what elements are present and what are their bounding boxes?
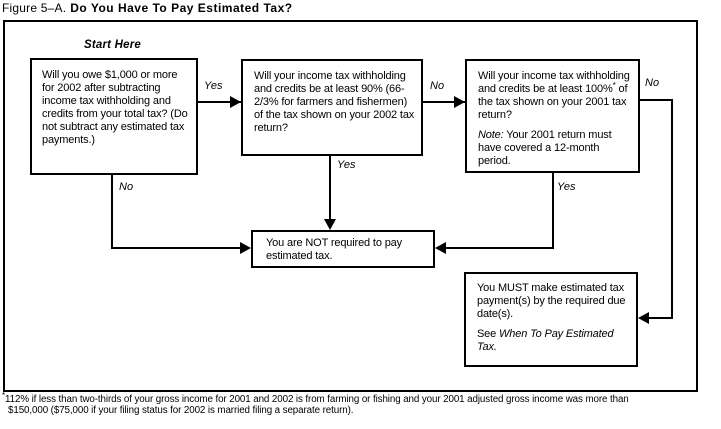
result-box-must-pay-text: You MUST make estimated tax payment(s) b… [477, 282, 626, 320]
connector-q1-yes-line [197, 101, 241, 103]
question-box-90-percent-text: Will your income tax withholding and cre… [254, 70, 415, 134]
connector-q3-no-vline [671, 99, 673, 319]
connector-q2-yes-vline [329, 156, 331, 220]
label-q3-yes: Yes [557, 181, 576, 193]
arrowhead-q1-no-icon [240, 242, 251, 254]
arrowhead-q2-yes-icon [324, 219, 336, 230]
footnote-marker: * [612, 81, 616, 90]
connector-q3-no-hline-bottom [649, 317, 673, 319]
arrowhead-q1-yes-icon [230, 96, 241, 108]
connector-q1-no-vline [111, 175, 113, 249]
figure-label: Figure 5–A. [2, 1, 67, 15]
question-box-note: Note: Your 2001 return must have covered… [478, 129, 612, 167]
label-q1-no: No [119, 181, 134, 193]
start-here-label: Start Here [84, 39, 141, 51]
question-box-100-percent: Will your income tax withholding and cre… [465, 59, 640, 173]
question-box-100-percent-text: Will your income tax withholding and cre… [478, 70, 630, 121]
see-reference-italic: When To Pay Estimated Tax. [477, 328, 614, 353]
connector-q3-yes-vline [552, 173, 554, 249]
question-box-90-percent: Will your income tax withholding and cre… [241, 59, 423, 156]
footnote-asterisk: * [2, 391, 6, 400]
arrowhead-q3-no-icon [638, 312, 649, 324]
footnote-line-1: *112% if less than two-thirds of your gr… [2, 391, 629, 406]
result-box-not-required-text: You are NOT required to pay estimated ta… [266, 237, 402, 262]
question-box-owe-1000-text: Will you owe $1,000 or more for 2002 aft… [42, 69, 188, 146]
label-q2-no: No [430, 80, 445, 92]
result-box-must-pay: You MUST make estimated tax payment(s) b… [464, 272, 638, 367]
footnote: *112% if less than two-thirds of your gr… [2, 391, 718, 417]
footnote-line-2: $150,000 ($75,000 if your filing status … [8, 405, 354, 416]
figure-title: Figure 5–A.Do You Have To Pay Estimated … [2, 1, 293, 15]
figure-title-text: Do You Have To Pay Estimated Tax? [70, 1, 293, 15]
connector-q3-yes-hline [446, 247, 554, 249]
label-q1-yes: Yes [204, 80, 223, 92]
label-q2-yes: Yes [337, 159, 356, 171]
result-box-see-reference: See When To Pay Estimated Tax. [477, 328, 614, 353]
connector-q1-no-hline [111, 247, 240, 249]
label-q3-no: No [645, 77, 660, 89]
result-box-not-required: You are NOT required to pay estimated ta… [251, 230, 435, 268]
arrowhead-q3-yes-icon [435, 242, 446, 254]
connector-q3-no-hline-top [640, 99, 673, 101]
arrowhead-q2-no-icon [454, 96, 465, 108]
connector-q2-no-line [423, 101, 465, 103]
note-label: Note: [478, 129, 504, 141]
question-box-owe-1000: Will you owe $1,000 or more for 2002 aft… [30, 58, 198, 175]
